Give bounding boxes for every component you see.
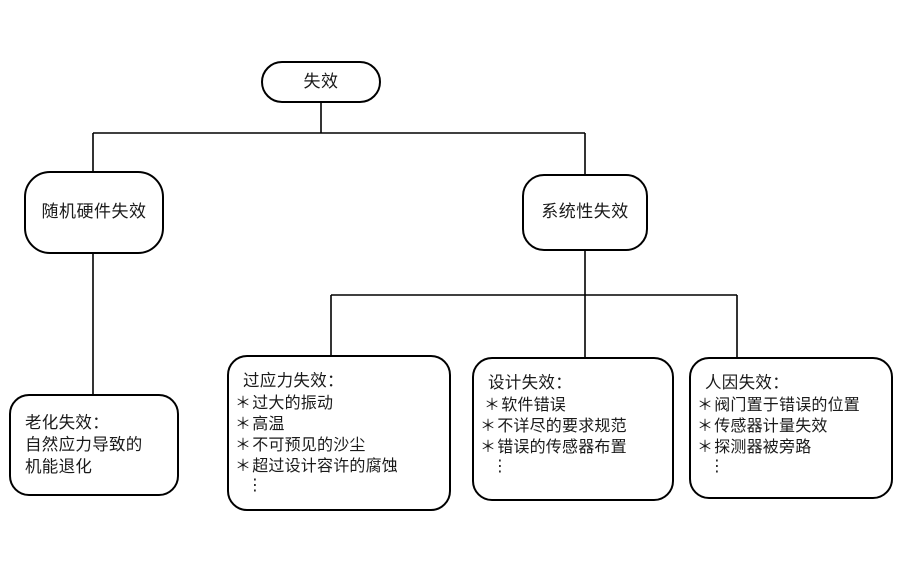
node-human-factor-failure-item-1: ＊阀门置于错误的位置 xyxy=(691,395,891,416)
node-human-factor-failure-item-3-text: 探测器被旁路 xyxy=(714,437,812,457)
node-random-hardware-failure[interactable]: 随机硬件失效 xyxy=(24,171,164,254)
node-overstress-failure-item-2-text: 高温 xyxy=(252,414,285,434)
node-overstress-failure-item-3-text: 不可预见的沙尘 xyxy=(252,435,366,455)
node-overstress-failure-item-1: ＊过大的振动 xyxy=(229,393,449,414)
node-overstress-failure-item-2: ＊高温 xyxy=(229,414,449,435)
node-overstress-failure-item-1-text: 过大的振动 xyxy=(252,393,334,413)
node-human-factor-failure-item-2-text: 传感器计量失效 xyxy=(714,416,828,436)
node-overstress-failure-heading: 过应力失效： xyxy=(243,371,344,390)
bullet-star-icon: ＊ xyxy=(235,455,252,475)
node-overstress-failure-item-3: ＊不可预见的沙尘 xyxy=(229,435,449,456)
node-design-failure-heading: 设计失效： xyxy=(488,373,572,392)
bullet-star-icon: ＊ xyxy=(235,393,252,413)
node-overstress-failure-item-4-text: 超过设计容许的腐蚀 xyxy=(252,455,399,475)
bullet-star-icon: ＊ xyxy=(697,395,714,415)
node-human-factor-failure-item-1-text: 阀门置于错误的位置 xyxy=(714,395,861,415)
node-failure-root-label: 失效 xyxy=(303,71,339,92)
node-aging-failure[interactable]: 老化失效： 自然应力导致的 机能退化 xyxy=(9,394,179,496)
node-failure-root[interactable]: 失效 xyxy=(261,61,381,103)
bullet-star-icon: ＊ xyxy=(480,437,497,457)
node-overstress-failure-ellipsis: ⋮ xyxy=(247,474,264,494)
node-human-factor-failure-ellipsis: ⋮ xyxy=(709,455,726,475)
bullet-star-icon: ＊ xyxy=(697,437,714,457)
node-design-failure[interactable]: 设计失效： ＊软件错误 ＊不详尽的要求规范 ＊错误的传感器布置 ⋮ xyxy=(472,357,674,501)
node-systematic-failure-label: 系统性失效 xyxy=(541,202,629,223)
node-overstress-failure-item-4: ＊超过设计容许的腐蚀 xyxy=(229,456,449,477)
node-design-failure-item-1-text: 软件错误 xyxy=(501,395,567,415)
node-human-factor-failure-heading: 人因失效： xyxy=(705,373,789,392)
node-human-factor-failure[interactable]: 人因失效： ＊阀门置于错误的位置 ＊传感器计量失效 ＊探测器被旁路 ⋮ xyxy=(689,357,893,499)
node-design-failure-item-3: ＊错误的传感器布置 xyxy=(474,437,672,458)
node-aging-failure-line-1: 自然应力导致的 xyxy=(25,434,143,454)
node-aging-failure-line-2: 机能退化 xyxy=(25,457,93,477)
node-random-hardware-failure-label: 随机硬件失效 xyxy=(41,202,147,223)
bullet-star-icon: ＊ xyxy=(235,414,252,434)
node-design-failure-item-3-text: 错误的传感器布置 xyxy=(497,437,627,457)
node-design-failure-item-1: ＊软件错误 xyxy=(474,395,672,416)
node-human-factor-failure-item-3: ＊探测器被旁路 xyxy=(691,437,891,458)
bullet-star-icon: ＊ xyxy=(484,395,501,415)
node-design-failure-item-2: ＊不详尽的要求规范 xyxy=(474,416,672,437)
bullet-star-icon: ＊ xyxy=(480,416,497,436)
bullet-star-icon: ＊ xyxy=(235,435,252,455)
node-overstress-failure[interactable]: 过应力失效： ＊过大的振动 ＊高温 ＊不可预见的沙尘 ＊超过设计容许的腐蚀 ⋮ xyxy=(227,355,451,511)
node-design-failure-item-2-text: 不详尽的要求规范 xyxy=(497,416,627,436)
node-human-factor-failure-item-2: ＊传感器计量失效 xyxy=(691,416,891,437)
node-systematic-failure[interactable]: 系统性失效 xyxy=(522,174,648,251)
bullet-star-icon: ＊ xyxy=(697,416,714,436)
node-design-failure-ellipsis: ⋮ xyxy=(492,455,509,475)
node-aging-failure-heading: 老化失效： xyxy=(25,412,109,432)
